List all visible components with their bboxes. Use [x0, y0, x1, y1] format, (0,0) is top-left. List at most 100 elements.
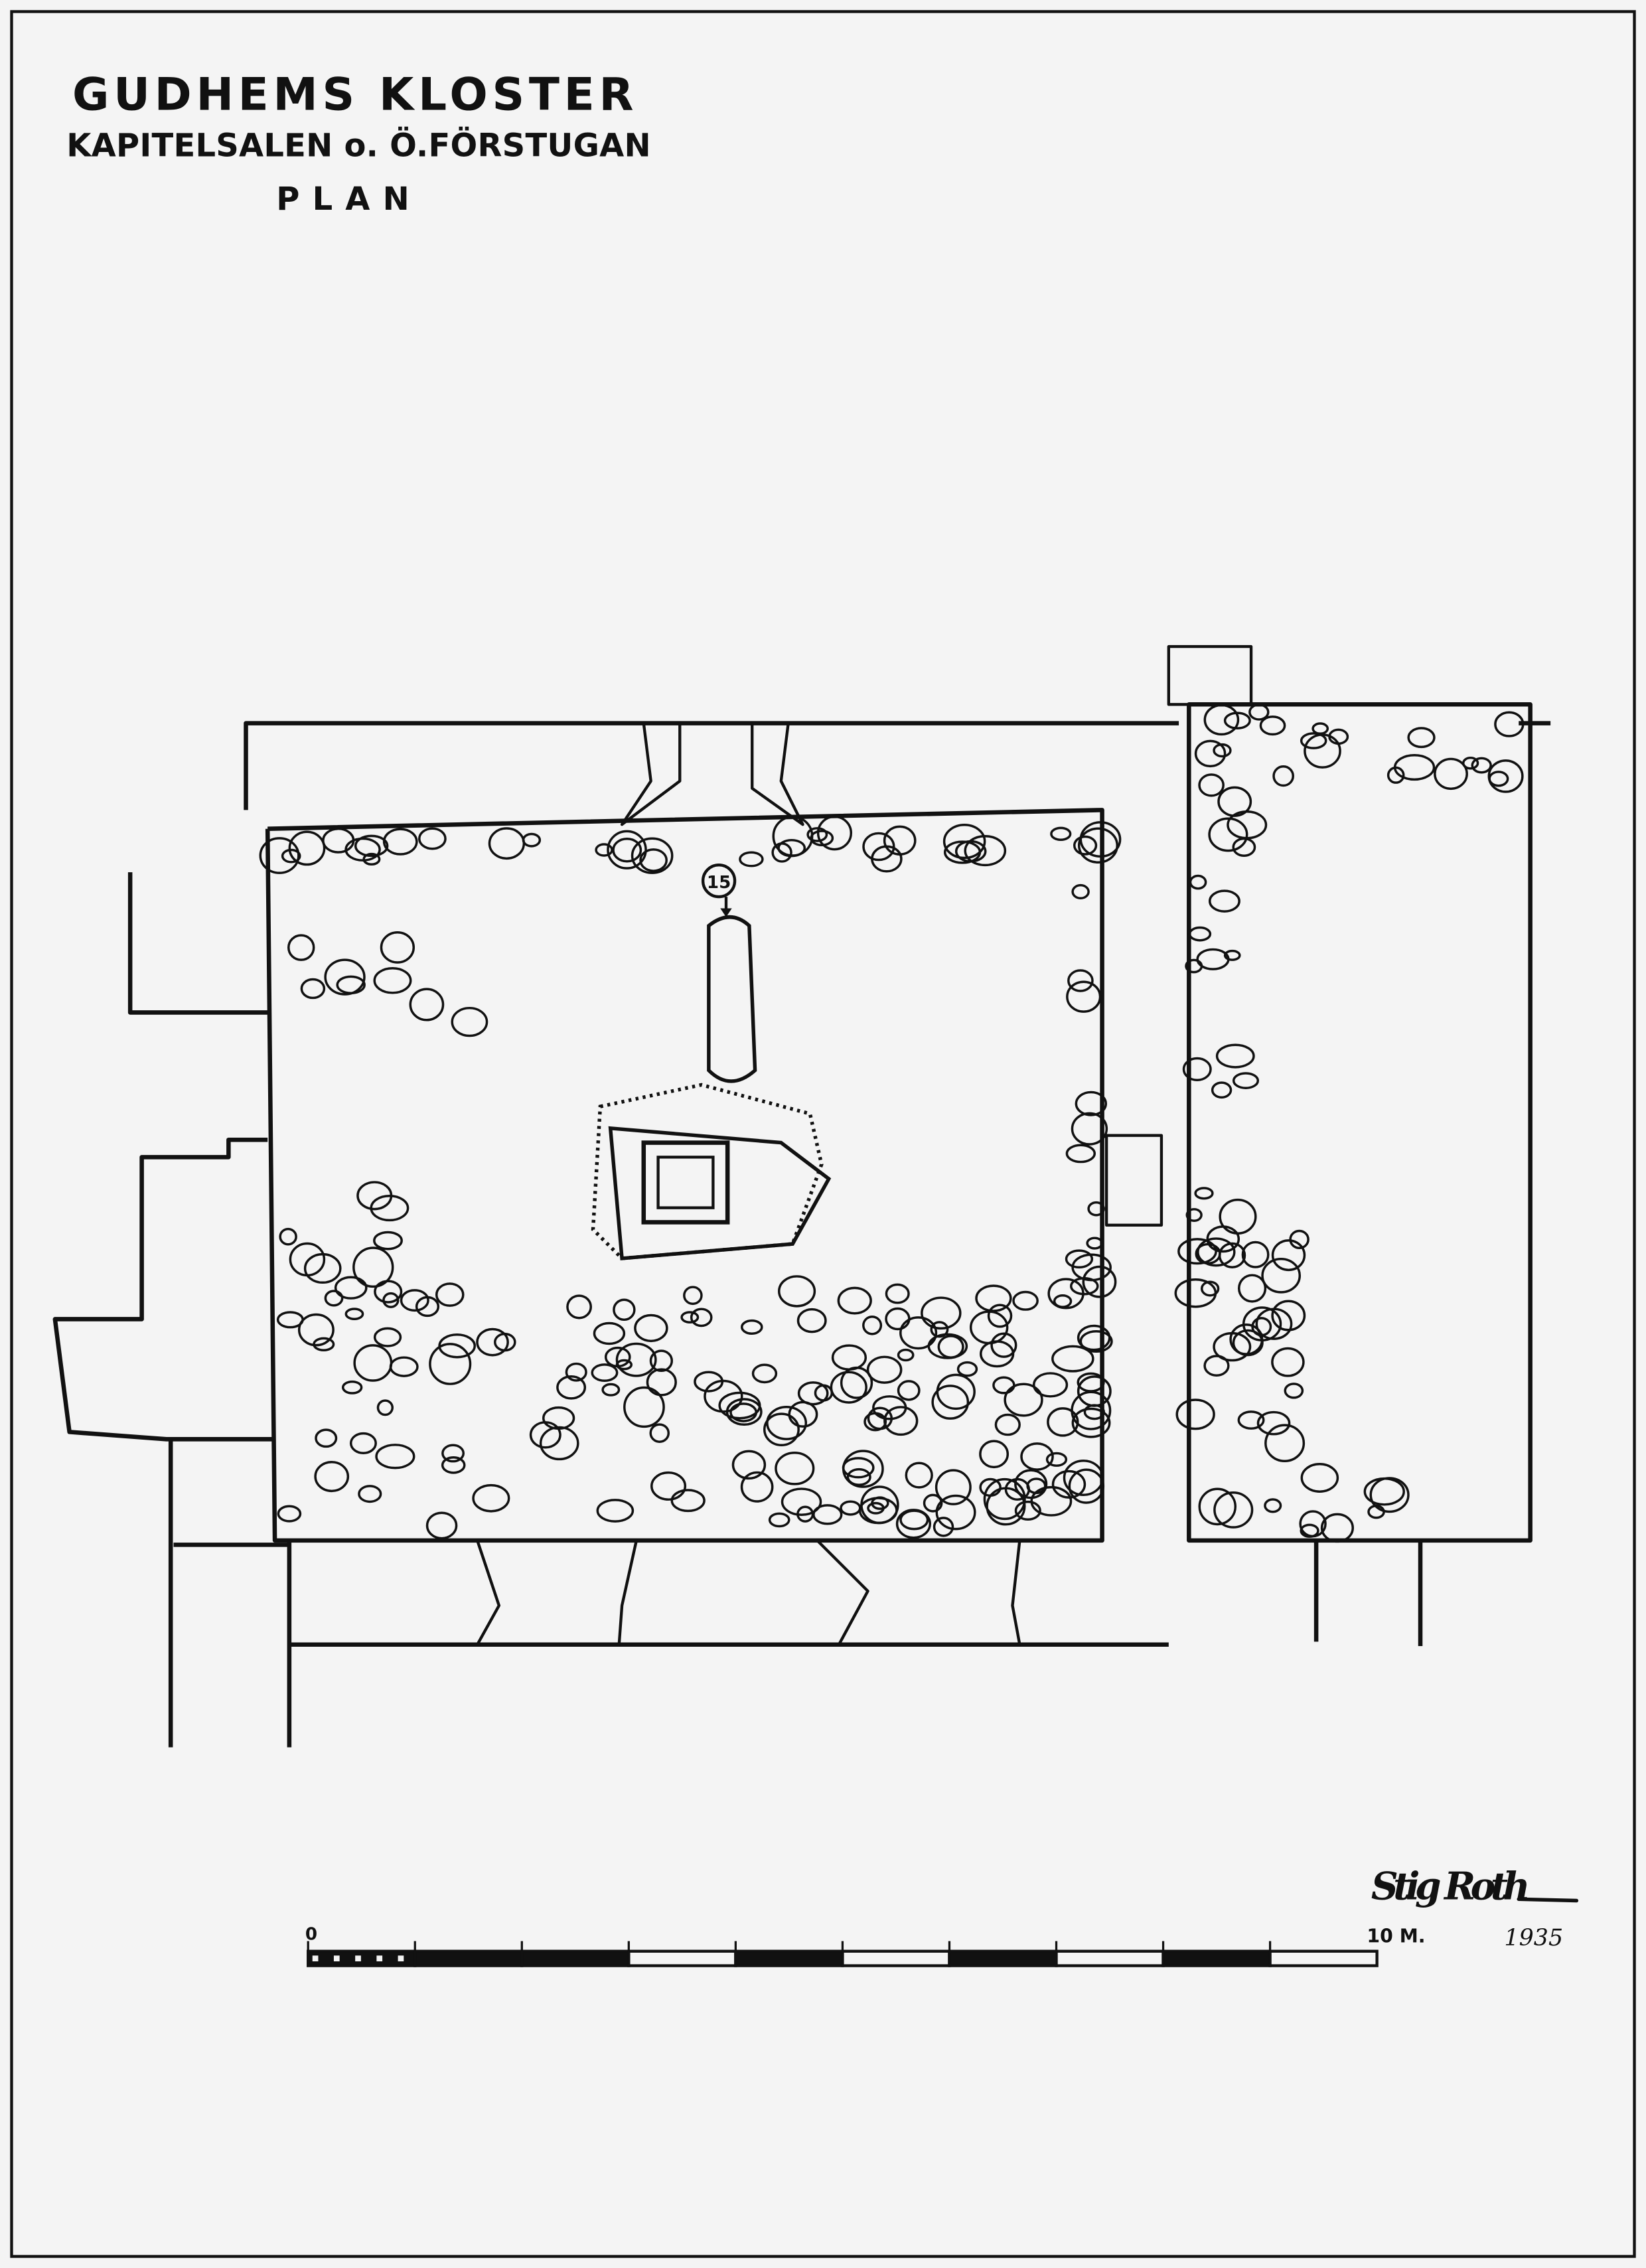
rubble-stone: [1237, 1410, 1265, 1430]
scale-start-label: 0: [305, 1924, 317, 1944]
scale-subdivision: [398, 1955, 404, 1962]
rubble-stone: [1196, 948, 1230, 970]
rubble-stone: [1271, 1239, 1306, 1272]
rubble-stone: [872, 1395, 907, 1420]
rubble-stone: [1251, 1317, 1272, 1337]
scale-bar: [307, 1941, 1379, 1967]
rubble-stone: [409, 988, 445, 1021]
rubble-stone: [639, 848, 668, 872]
scale-subdivision: [312, 1955, 319, 1962]
rubble-stone: [740, 1471, 774, 1503]
rubble-stone: [956, 1361, 978, 1377]
rubble-stone: [1215, 1043, 1255, 1069]
drawing-view-label: PLAN: [276, 181, 409, 218]
rubble-stone: [883, 825, 917, 856]
rubble-stone: [739, 851, 764, 868]
rubble-stone: [942, 824, 986, 860]
rubble-stone: [287, 934, 315, 961]
rubble-stone: [375, 1444, 415, 1470]
marker-15: 15: [701, 863, 737, 917]
rubble-stone: [1494, 711, 1525, 737]
rubble-stone: [885, 1283, 910, 1304]
rubble-stone: [1328, 728, 1349, 745]
rubble-stone: [1271, 1300, 1306, 1331]
rubble-stone: [1256, 1410, 1291, 1436]
rubble-stone: [1272, 765, 1294, 787]
rubble-stone: [646, 1368, 677, 1397]
north-portal-pier: [620, 721, 682, 826]
rubble-stone: [341, 1380, 363, 1395]
rubble-stone: [775, 1452, 815, 1485]
rubble-stone: [842, 1457, 875, 1479]
rubble-stone: [451, 1006, 488, 1037]
rubble-stone: [930, 1321, 949, 1338]
rubble-stone: [539, 1426, 579, 1461]
rubble-stone: [1071, 1407, 1111, 1438]
rubble-stone: [1066, 980, 1102, 1013]
rubble-stone: [1299, 1510, 1327, 1538]
rubble-stone: [1198, 1487, 1237, 1526]
rubble-stone: [322, 827, 355, 854]
rubble-stone: [1051, 1470, 1086, 1499]
rubble-stone: [921, 1296, 962, 1330]
rubble-stone: [593, 1322, 626, 1345]
rubble-stone: [751, 1363, 778, 1384]
scale-segment: [1161, 1949, 1272, 1967]
rubble-stone: [595, 843, 613, 857]
rubble-stone: [741, 1319, 763, 1335]
rubble-stone: [683, 1286, 703, 1306]
rubble-stone: [763, 1412, 800, 1446]
rubble-stone: [1045, 1452, 1068, 1467]
rubble-stone: [1264, 1498, 1282, 1513]
rubble-stone: [1071, 1253, 1112, 1282]
rubble-stone: [376, 1399, 394, 1416]
scale-subdivision: [355, 1955, 361, 1962]
rubble-stone: [649, 1349, 674, 1372]
walls: [52, 644, 1551, 1748]
marker-label: 15: [707, 873, 731, 893]
rubble-stone: [1242, 1306, 1282, 1341]
rubble-stone: [313, 1337, 335, 1352]
rubble-stone: [1194, 739, 1227, 768]
rubble-stone: [435, 1282, 465, 1307]
rubble-stone: [566, 1294, 592, 1320]
signature-flourish: [1517, 1897, 1579, 1903]
rubble-stone: [1237, 1274, 1267, 1303]
rubble-stone: [1067, 969, 1094, 992]
rubble-stone: [370, 1195, 410, 1222]
rubble-stone: [690, 1308, 713, 1327]
rubble-stone: [297, 1313, 335, 1347]
rubble-stone: [380, 931, 415, 964]
scale-end-label: 10 M.: [1367, 1926, 1425, 1947]
rubble-stone: [591, 1363, 619, 1383]
drawing-subtitle: KAPITELSALEN o. Ö.FÖRSTUGAN: [66, 126, 650, 164]
left-annex-outline: [52, 1137, 275, 1442]
rubble-stone: [601, 1383, 621, 1397]
rubble-stone: [1188, 926, 1212, 942]
rubble-stone: [596, 1499, 635, 1523]
rubble-stone: [1471, 757, 1492, 774]
rubble-stone: [1261, 1258, 1302, 1294]
rubble-stone: [1203, 1355, 1230, 1377]
rubble-stone: [1075, 1091, 1107, 1116]
rubble-stone: [797, 1381, 829, 1406]
rubble-stone: [1271, 1347, 1305, 1377]
rubble-stone: [300, 978, 326, 1000]
rubble-stone: [931, 1385, 970, 1420]
rubble-stone: [1053, 1294, 1073, 1308]
signature-year: 1935: [1504, 1925, 1563, 1951]
stippled-foundation: [591, 1083, 824, 1260]
drawing-title: GUDHEMS KLOSTER: [72, 68, 634, 121]
central-tomb: [591, 915, 832, 1260]
rubble-stone: [344, 1308, 364, 1320]
rubble-stone: [1020, 1442, 1054, 1471]
rubble-stone: [969, 1310, 1009, 1345]
rubble-stone: [1211, 1081, 1233, 1099]
scale-segment: [413, 1949, 524, 1967]
rubble-stone: [1300, 1463, 1339, 1493]
rubble-stone: [354, 834, 389, 858]
rubble-stone: [814, 1384, 834, 1402]
rubble-stone: [1014, 1469, 1048, 1499]
rubble-stone: [373, 967, 412, 994]
rubble-stone: [1248, 703, 1270, 721]
